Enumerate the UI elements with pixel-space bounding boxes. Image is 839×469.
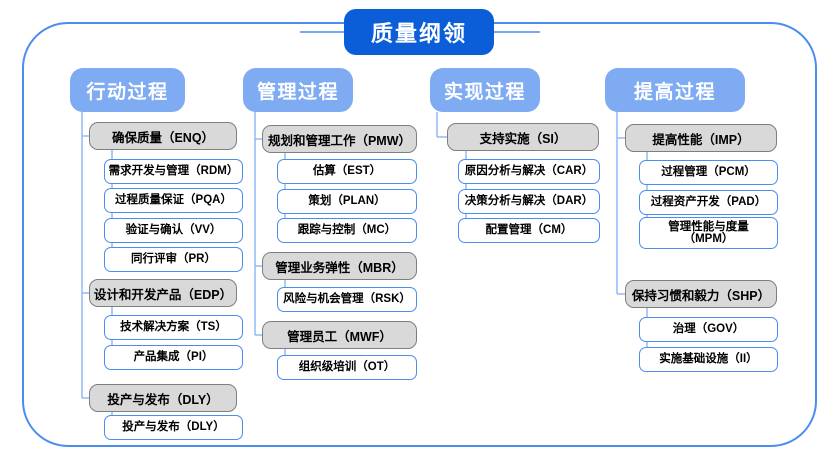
group-box-dly[interactable]: 投产与发布（DLY） <box>89 384 237 412</box>
leaf-box-pad[interactable]: 过程资产开发（PAD） <box>639 190 778 215</box>
group-box-pmw[interactable]: 规划和管理工作（PMW） <box>262 125 417 153</box>
group-box-imp[interactable]: 提高性能（IMP） <box>625 124 777 152</box>
group-box-mwf[interactable]: 管理员工（MWF） <box>262 321 417 349</box>
leaf-box-mc[interactable]: 跟踪与控制（MC） <box>277 218 417 243</box>
leaf-box-pi[interactable]: 产品集成（PI） <box>104 345 243 370</box>
group-box-enq[interactable]: 确保质量（ENQ） <box>89 122 237 150</box>
leaf-box-car[interactable]: 原因分析与解决（CAR） <box>458 159 600 184</box>
leaf-box-est[interactable]: 估算（EST） <box>277 159 417 184</box>
group-box-si[interactable]: 支持实施（SI） <box>447 123 599 151</box>
leaf-box-gov[interactable]: 治理（GOV） <box>639 317 778 342</box>
leaf-box-vv[interactable]: 验证与确认（VV） <box>104 218 243 243</box>
group-box-edp[interactable]: 设计和开发产品（EDP） <box>89 279 237 307</box>
leaf-box-rsk[interactable]: 风险与机会管理（RSK） <box>277 287 417 312</box>
leaf-box-cm[interactable]: 配置管理（CM） <box>458 218 600 243</box>
diagram-title: 质量纲领 <box>344 9 494 55</box>
group-box-mbr[interactable]: 管理业务弹性（MBR） <box>262 252 417 280</box>
leaf-box-dar[interactable]: 决策分析与解决（DAR） <box>458 189 600 214</box>
column-header-management[interactable]: 管理过程 <box>243 68 353 112</box>
leaf-box-rdm[interactable]: 需求开发与管理（RDM） <box>104 159 243 184</box>
leaf-box-pqa[interactable]: 过程质量保证（PQA） <box>104 188 243 213</box>
leaf-box-dly-child[interactable]: 投产与发布（DLY） <box>104 415 243 440</box>
leaf-box-ts[interactable]: 技术解决方案（TS） <box>104 315 243 340</box>
column-header-action[interactable]: 行动过程 <box>70 68 185 112</box>
leaf-box-pcm[interactable]: 过程管理（PCM） <box>639 160 778 185</box>
leaf-box-plan[interactable]: 策划（PLAN） <box>277 189 417 214</box>
leaf-box-pr[interactable]: 同行评审（PR） <box>104 247 243 272</box>
leaf-box-ii[interactable]: 实施基础设施（II） <box>639 347 778 372</box>
leaf-box-ot[interactable]: 组织级培训（OT） <box>277 355 417 380</box>
column-header-implementation[interactable]: 实现过程 <box>430 68 540 112</box>
column-header-improvement[interactable]: 提高过程 <box>605 68 745 112</box>
leaf-box-mpm[interactable]: 管理性能与度量（MPM） <box>639 217 778 249</box>
group-box-shp[interactable]: 保持习惯和毅力（SHP） <box>625 280 777 308</box>
